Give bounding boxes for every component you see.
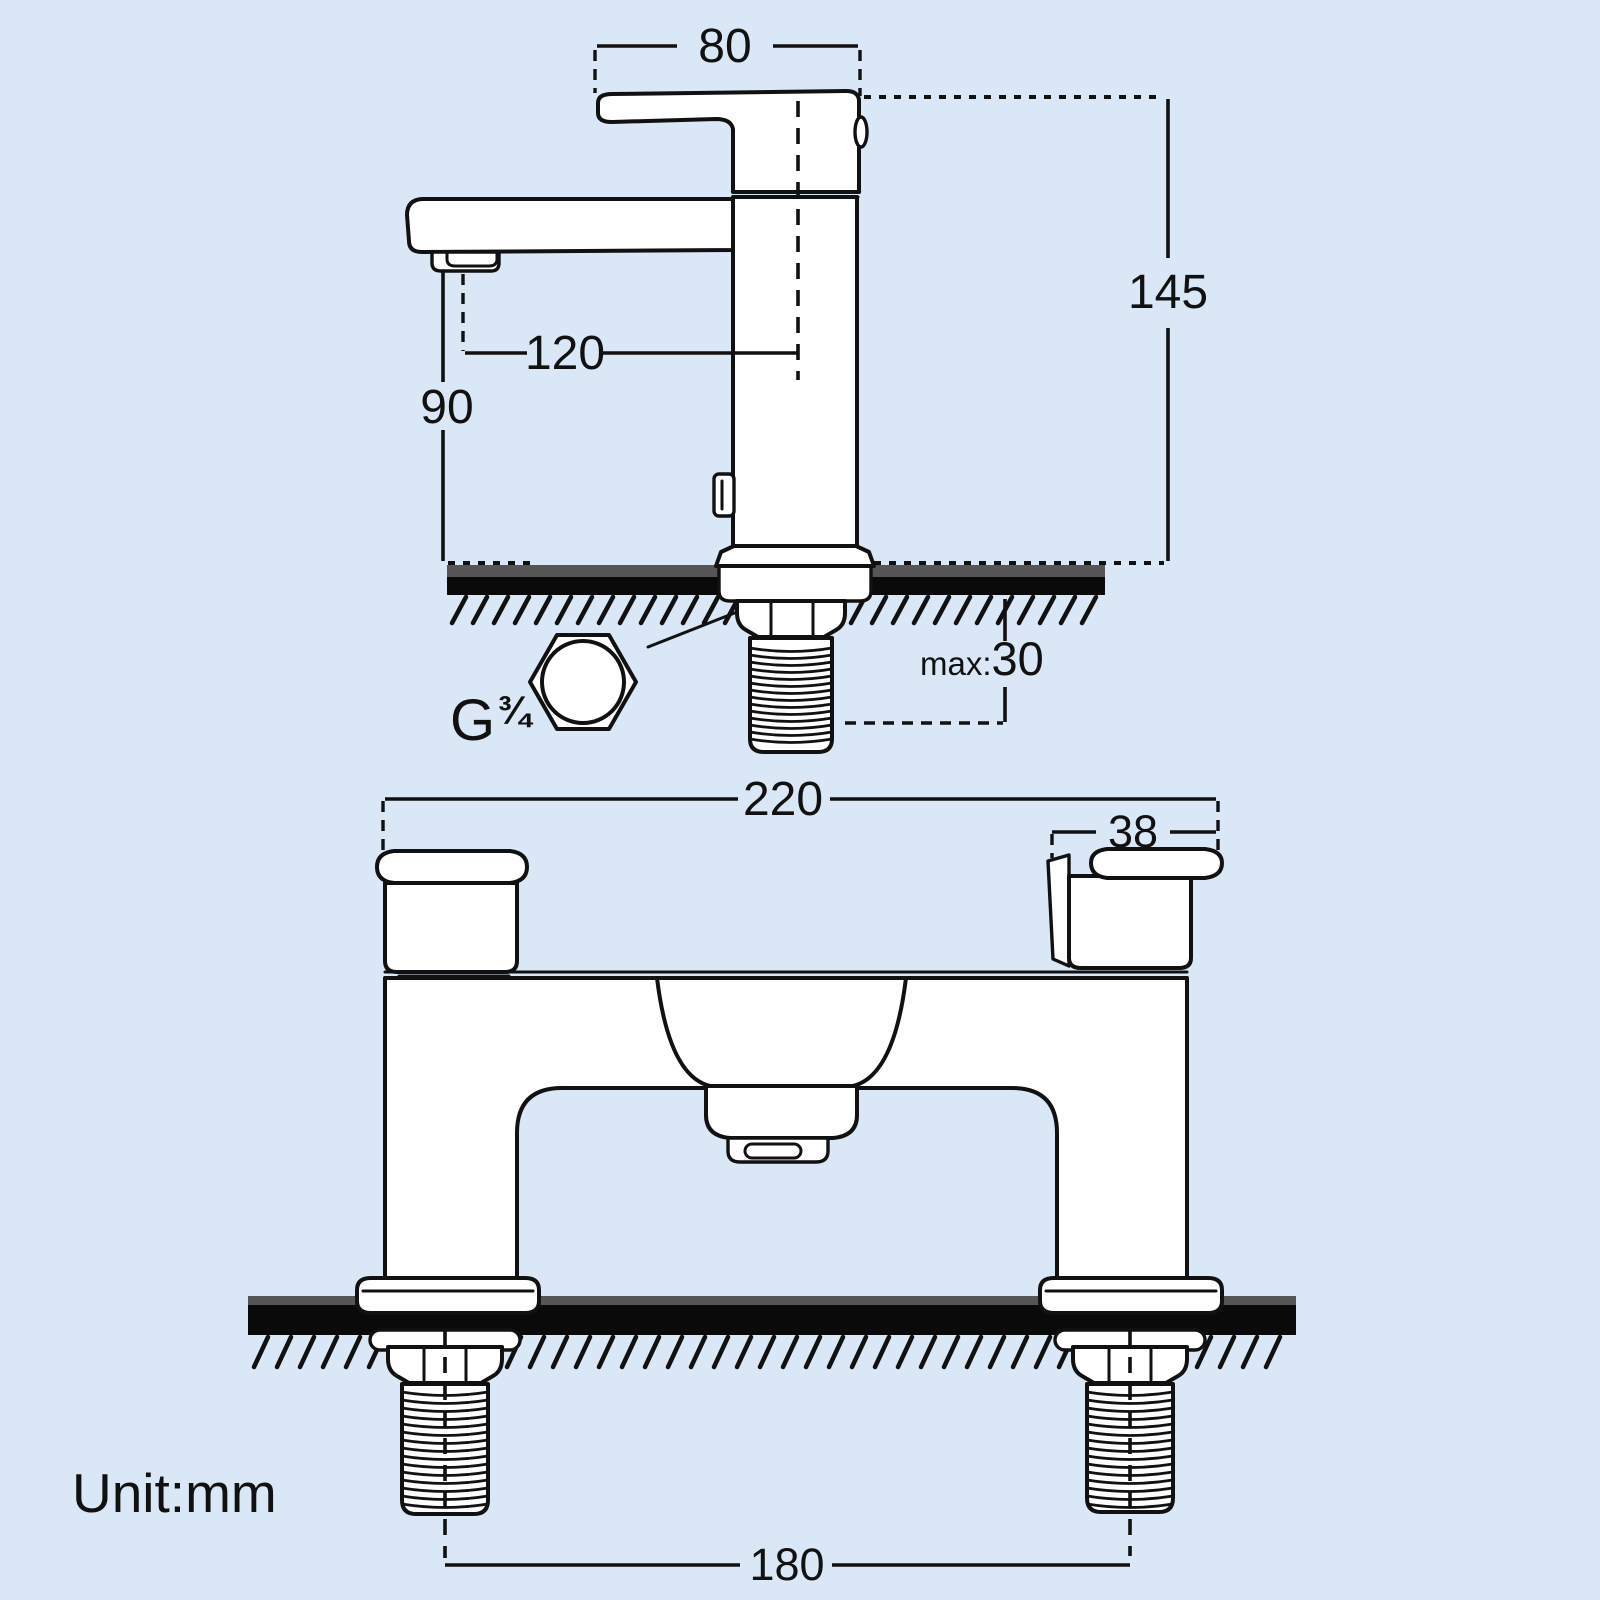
front-spout-outlet xyxy=(704,1084,859,1140)
side-aerator xyxy=(430,250,501,273)
side-backnut-washer xyxy=(717,558,873,603)
side-handle-button xyxy=(853,115,869,149)
front-right-handle-cap xyxy=(1089,847,1224,880)
thread-leader-line xyxy=(646,610,739,649)
side-thread-ribs xyxy=(749,646,833,744)
front-spout-housing xyxy=(655,976,908,1088)
side-base-flange xyxy=(714,544,876,568)
front-left-handle-body xyxy=(383,881,519,974)
side-aerator-lip xyxy=(445,252,499,268)
front-spout-tip-detail xyxy=(743,1142,803,1160)
side-tap-body xyxy=(731,195,859,550)
dim-90: 90 xyxy=(420,272,474,561)
front-deck-top-surface xyxy=(248,1296,1296,1306)
side-spout xyxy=(405,197,735,254)
dim-120-label: 120 xyxy=(525,327,605,380)
dim-180: 180 xyxy=(445,1539,1130,1590)
side-view: G¾ 80 145 120 90 xyxy=(405,20,1208,754)
unit-label: Unit:mm xyxy=(72,1462,277,1524)
dim-145-label: 145 xyxy=(1128,266,1208,319)
front-view: 220 38 180 xyxy=(248,773,1296,1590)
dim-38-label: 38 xyxy=(1108,806,1158,857)
front-right-handle-lever-edge xyxy=(1046,853,1071,968)
dim-220: 220 xyxy=(381,773,1220,855)
dim-max30: max:30 xyxy=(845,599,1044,725)
dim-90-label: 90 xyxy=(420,381,473,434)
front-left-base-plate xyxy=(355,1276,541,1315)
front-left-handle-cap xyxy=(375,849,529,885)
thread-hexagon-bore xyxy=(540,639,626,725)
side-threaded-tail xyxy=(748,636,834,754)
front-body xyxy=(383,976,1189,1298)
dim-max30-label: max:30 xyxy=(920,632,1044,685)
side-hex-backnut xyxy=(735,599,847,639)
dim-145: 145 xyxy=(1128,99,1208,561)
side-valve-detail xyxy=(712,472,736,518)
front-right-base-plate xyxy=(1038,1276,1224,1315)
dim-38: 38 xyxy=(1050,806,1216,858)
side-lever-handle xyxy=(596,89,861,194)
thread-size-label: G¾ xyxy=(450,688,534,753)
dim-220-label: 220 xyxy=(743,773,823,826)
dim-80: 80 xyxy=(593,20,862,96)
dim-180-label: 180 xyxy=(749,1539,824,1590)
dim-80-label: 80 xyxy=(698,20,751,73)
dim-120: 120 xyxy=(461,274,797,380)
front-right-handle-body xyxy=(1067,874,1193,970)
